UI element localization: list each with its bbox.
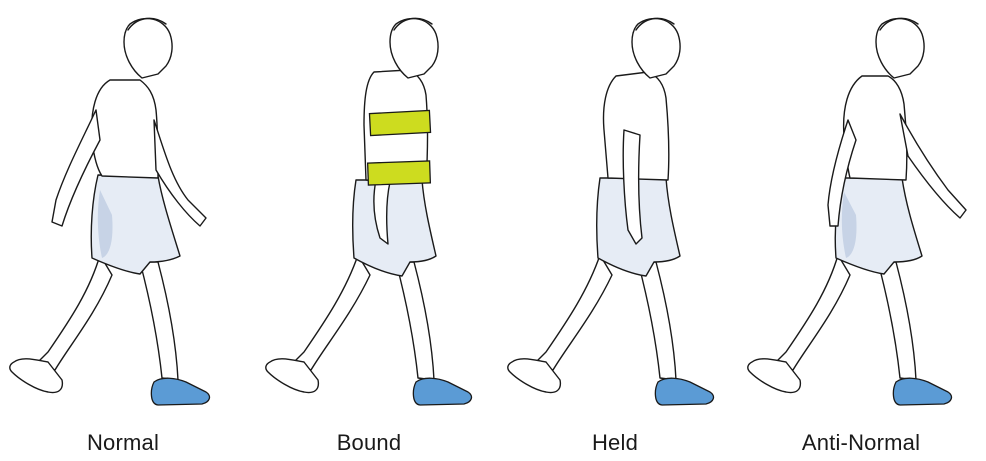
walker-figure-held: [492, 0, 738, 415]
head: [390, 19, 438, 78]
shorts: [353, 180, 436, 276]
shirt: [92, 80, 158, 178]
panel-label-bound: Bound: [246, 430, 492, 456]
head: [124, 19, 172, 78]
walker-figure-anti-normal: [738, 0, 984, 415]
front-shoe: [655, 378, 713, 405]
back-leg: [536, 255, 612, 370]
shirt: [844, 76, 907, 180]
back-leg: [38, 255, 112, 370]
back-leg: [294, 255, 370, 370]
panel-label-anti-normal: Anti-Normal: [738, 430, 984, 456]
head: [632, 19, 680, 78]
front-leg: [396, 262, 434, 380]
head: [876, 19, 924, 78]
front-leg: [638, 262, 676, 380]
front-leg: [140, 262, 178, 380]
upper-binding-band: [369, 110, 430, 135]
front-shoe: [893, 378, 951, 405]
front-leg: [878, 262, 916, 380]
front-shoe: [151, 378, 209, 405]
panel-anti-normal: Anti-Normal: [738, 0, 984, 461]
front-shoe: [413, 378, 471, 405]
walker-figure-bound: [246, 0, 492, 415]
panel-label-normal: Normal: [0, 430, 246, 456]
lower-binding-band: [368, 161, 431, 185]
panel-held: Held: [492, 0, 738, 461]
walker-figure-normal: [0, 0, 246, 415]
panel-normal: Normal: [0, 0, 246, 461]
panel-label-held: Held: [492, 430, 738, 456]
back-leg: [776, 255, 850, 370]
panel-bound: Bound: [246, 0, 492, 461]
front-arm: [900, 114, 966, 218]
